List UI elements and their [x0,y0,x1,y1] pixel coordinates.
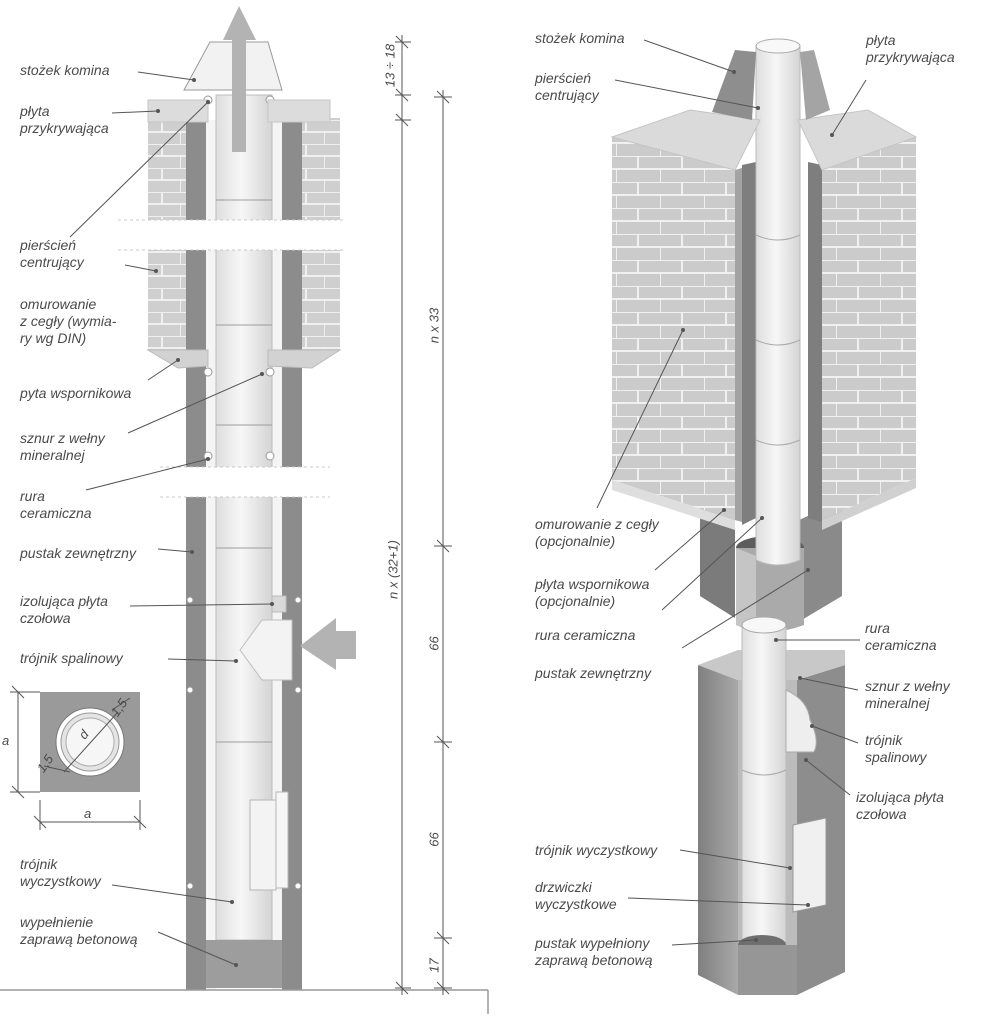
label-insulating-face-plate: izolująca płyta czołowa [20,593,108,626]
cladding-face-right [822,137,916,520]
right-bottom-isometric [627,616,860,995]
exhaust-flow-arrow [223,6,256,152]
label-iso-cover-plate: płyta przykrywająca [866,32,955,65]
right-top-isometric [596,38,918,649]
dim-17: 17 [426,958,442,973]
label-centering-ring: pierścień centrujący [20,237,84,270]
dim-66-lower: 66 [426,832,442,847]
dim-66-upper: 66 [426,636,442,651]
flue-tee [239,619,293,681]
break-band-2 [160,467,330,497]
section-dim-a-vertical: a [2,733,10,748]
lower-pipe [741,624,787,948]
label-concrete-fill: wypełnienie zaprawą betonową [20,914,138,947]
cladding-face-left [612,137,735,520]
concrete-filling [206,940,282,988]
label-iso-chimney-cone: stożek komina [535,30,625,46]
iso-cover-plate-right [797,109,918,171]
support-plate-right [267,349,342,369]
lower-flue-tee [785,689,817,753]
label-iso-insulating-plate: izolująca płyta czołowa [856,789,944,822]
label-iso-filled-block: pustak wypełniony zaprawą betonową [535,935,653,968]
dimension-lines [395,35,452,995]
inlet-flow-arrow [300,618,356,670]
outer-block-left [186,120,206,990]
section-dim-a-horizontal: a [84,806,92,821]
cleanout-tee [249,799,277,891]
label-ceramic-pipe: rura ceramiczna [20,488,92,521]
iso-cone-right [800,50,830,120]
label-iso-ceramic-pipe: rura ceramiczna [535,627,636,643]
insulating-face-plate [271,595,287,613]
cleanout-door [275,791,289,889]
label-flue-tee: trójnik spalinowy [20,650,123,666]
label-iso-cleanout-tee: trójnik wyczystkowy [535,842,658,858]
block-front-right [795,500,842,624]
concrete-fill-iso [738,945,797,995]
dim-n-x-33: n x 33 [426,307,442,344]
label-brick-cladding: omurowanie z cegły (wymia- ry wg DIN) [20,296,117,346]
dim-13-18: 13 ÷ 18 [382,43,398,88]
outer-block-right [282,120,302,990]
label-iso-flue-tee: trójnik spalinowy [865,732,927,765]
lower-cleanout-door [792,817,827,913]
break-band-1 [118,220,343,250]
label-chimney-cone: stożek komina [20,62,110,78]
cross-section [10,685,147,830]
label-iso-cleanout-door: drzwiczki wyczystkowe [535,879,617,912]
dim-n-x-32-1: n x (32+1) [385,540,401,599]
label-iso-outer-block: pustak zewnętrzny [535,665,651,681]
label-cleanout-tee: trójnik wyczystkowy [20,856,101,889]
iso-ceramic-pipe [755,45,801,566]
label-outer-block: pustak zewnętrzny [20,545,136,561]
left-elevation [0,6,489,1014]
iso-cover-plate-left [610,109,761,171]
label-mineral-wool-cord: sznur z wełny mineralnej [20,430,105,463]
label-cover-plate: płyta przykrywająca [20,103,109,136]
label-support-plate: pyta wspornikowa [20,385,132,401]
label-iso-support-plate: płyta wspornikowa (opcjonalnie) [535,576,650,609]
cover-plate-right [267,99,331,123]
label-iso-mineral-wool: sznur z wełny mineralnej [865,678,950,711]
iso-cone-left [712,50,756,120]
lower-block-left [698,665,738,995]
label-iso-centering-ring: pierścień centrujący [535,70,599,103]
label-iso-brick-cladding: omurowanie z cegły (opcjonalnie) [535,516,659,549]
label-iso-ceramic-pipe-2: rura ceramiczna [865,620,937,653]
